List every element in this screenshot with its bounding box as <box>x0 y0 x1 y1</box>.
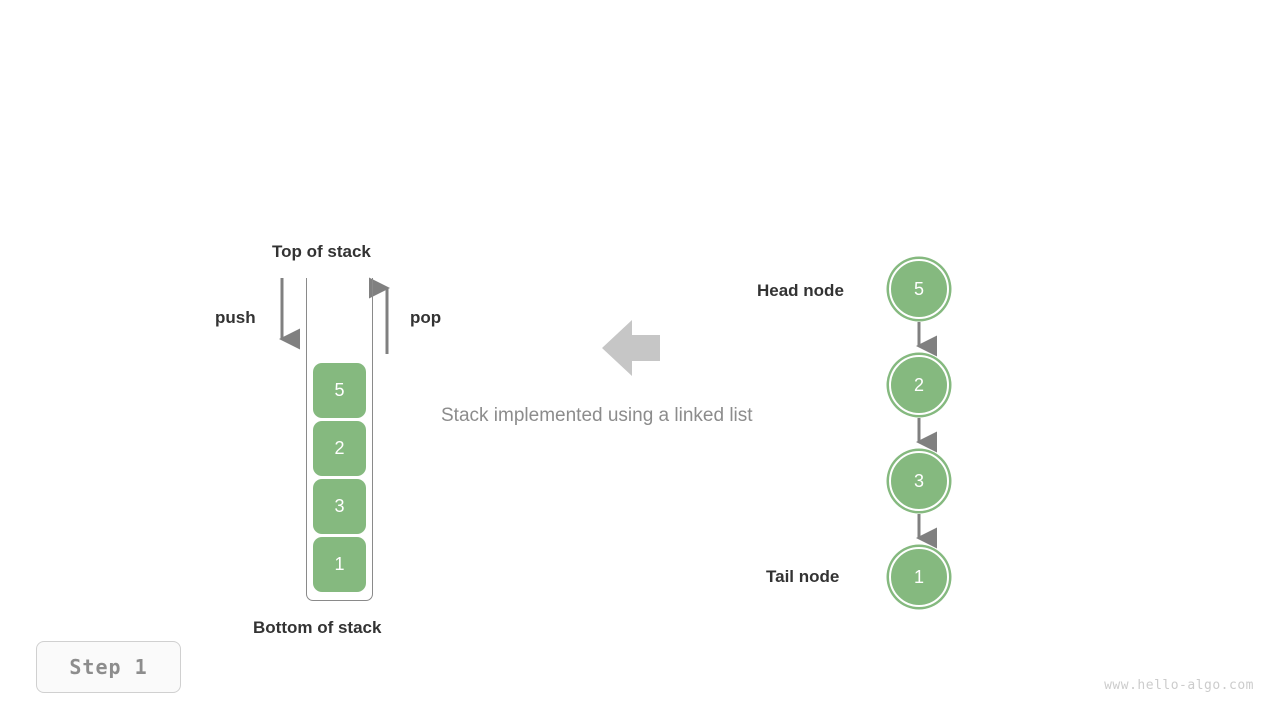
pop-label: pop <box>410 308 442 327</box>
bottom-of-stack-label: Bottom of stack <box>253 618 382 637</box>
transform-arrow-left-icon <box>602 320 660 376</box>
linked-list-node: 5 <box>889 259 949 319</box>
linked-list-node: 1 <box>889 547 949 607</box>
top-of-stack-label: Top of stack <box>272 242 371 261</box>
linked-list-node: 2 <box>889 355 949 415</box>
linked-list-node: 3 <box>889 451 949 511</box>
tail-node-label: Tail node <box>766 567 840 586</box>
stack-container <box>306 278 373 601</box>
stack-element: 1 <box>313 537 366 592</box>
push-arrow-down-icon <box>279 278 300 350</box>
push-label: push <box>215 308 256 327</box>
watermark: www.hello-algo.com <box>1104 678 1254 693</box>
stack-element-list: 5 2 3 1 <box>313 363 366 595</box>
stack-element: 2 <box>313 421 366 476</box>
stack-element: 3 <box>313 479 366 534</box>
pop-arrow-up-icon <box>369 277 390 354</box>
step-badge: Step 1 <box>36 641 181 693</box>
diagram-caption: Stack implemented using a linked list <box>441 405 753 426</box>
stack-element: 5 <box>313 363 366 418</box>
head-node-label: Head node <box>757 281 844 300</box>
